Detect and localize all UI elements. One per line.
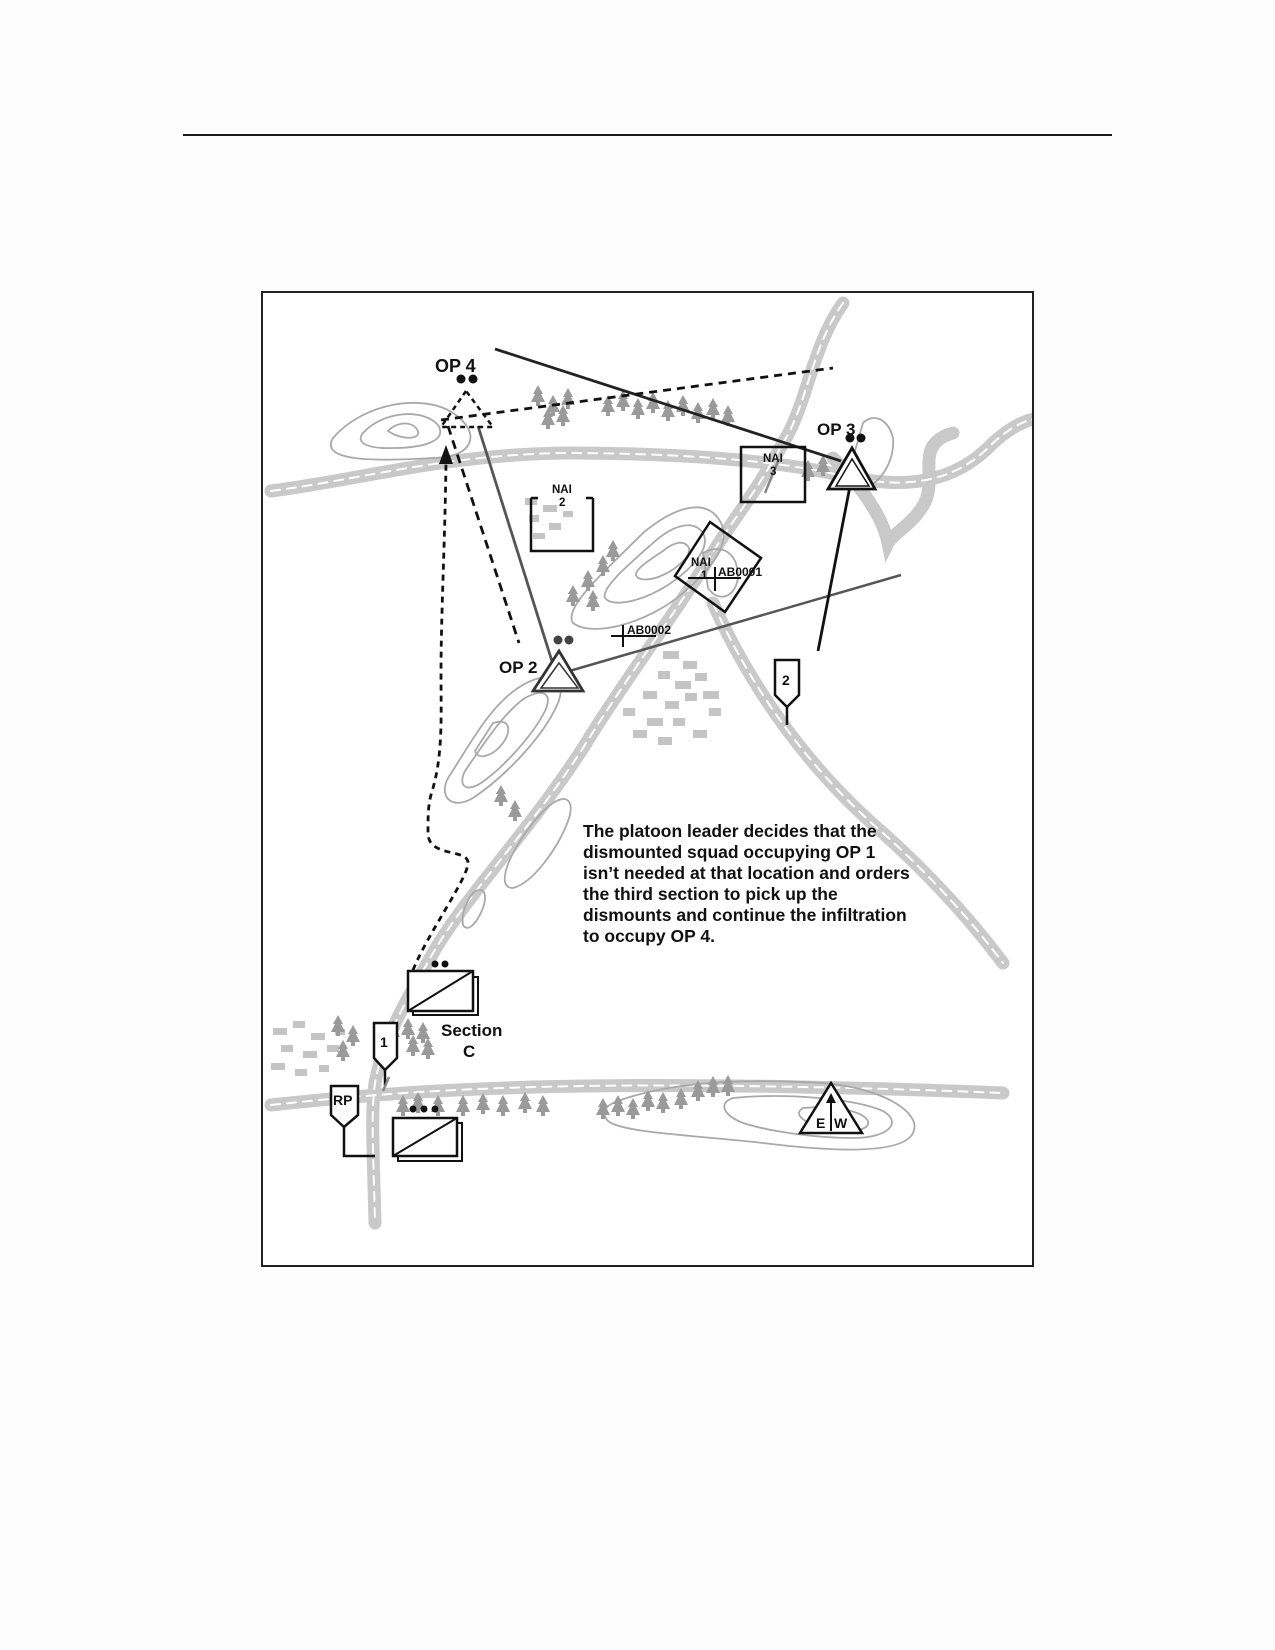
op2-position: OP 2 [499,635,586,693]
section-letter: C [463,1042,475,1061]
nai3-label: NAI [763,453,783,465]
nai3-num: 3 [770,466,776,478]
op2-label: OP 2 [499,658,537,677]
nai2-box: NAI 2 [529,484,595,553]
trp-ab0002: AB0002 [611,623,671,647]
nai2-num: 2 [559,497,565,509]
ab0002-label: AB0002 [627,623,671,637]
buildings [271,498,721,1076]
nai1-label: NAI [691,557,711,569]
ew-symbol: E W [797,1080,865,1135]
ew-right: W [834,1115,848,1131]
release-point: RP [329,1084,375,1158]
lower-vehicle [391,1105,463,1162]
nai1-box: NAI 1 [673,520,763,614]
op4-position: OP 4 [435,356,496,429]
map-canvas: OP 4 OP 3 OP 2 NAI 2 NAI 3 NAI 1 A [264,296,1032,1230]
rp-label: RP [333,1092,352,1108]
nai2-label: NAI [552,484,572,496]
op4-label: OP 4 [435,356,476,376]
checkpoint-2: 2 [773,658,801,725]
ew-left: E [816,1115,825,1131]
checkpoint-1: 1 [372,1021,399,1092]
sector-lines [440,347,902,675]
nai3-box: NAI 3 [739,445,807,504]
header-rule [183,134,1112,136]
checkpoint2-label: 2 [782,672,790,688]
op3-position: OP 3 [817,420,878,491]
checkpoint1-label: 1 [380,1034,388,1050]
map-frame: OP 4 OP 3 OP 2 NAI 2 NAI 3 NAI 1 A [261,291,1034,1267]
op3-label: OP 3 [817,420,855,439]
nai1-num: 1 [701,570,708,582]
section-label: Section [441,1021,502,1040]
infiltration-route [411,445,470,971]
ab0001-label: AB0001 [718,565,762,579]
trp-ab0001: AB0001 [688,565,762,591]
map-narrative: The platoon leader decides that the dism… [583,821,910,946]
section-c-vehicle: Section C [406,960,502,1061]
